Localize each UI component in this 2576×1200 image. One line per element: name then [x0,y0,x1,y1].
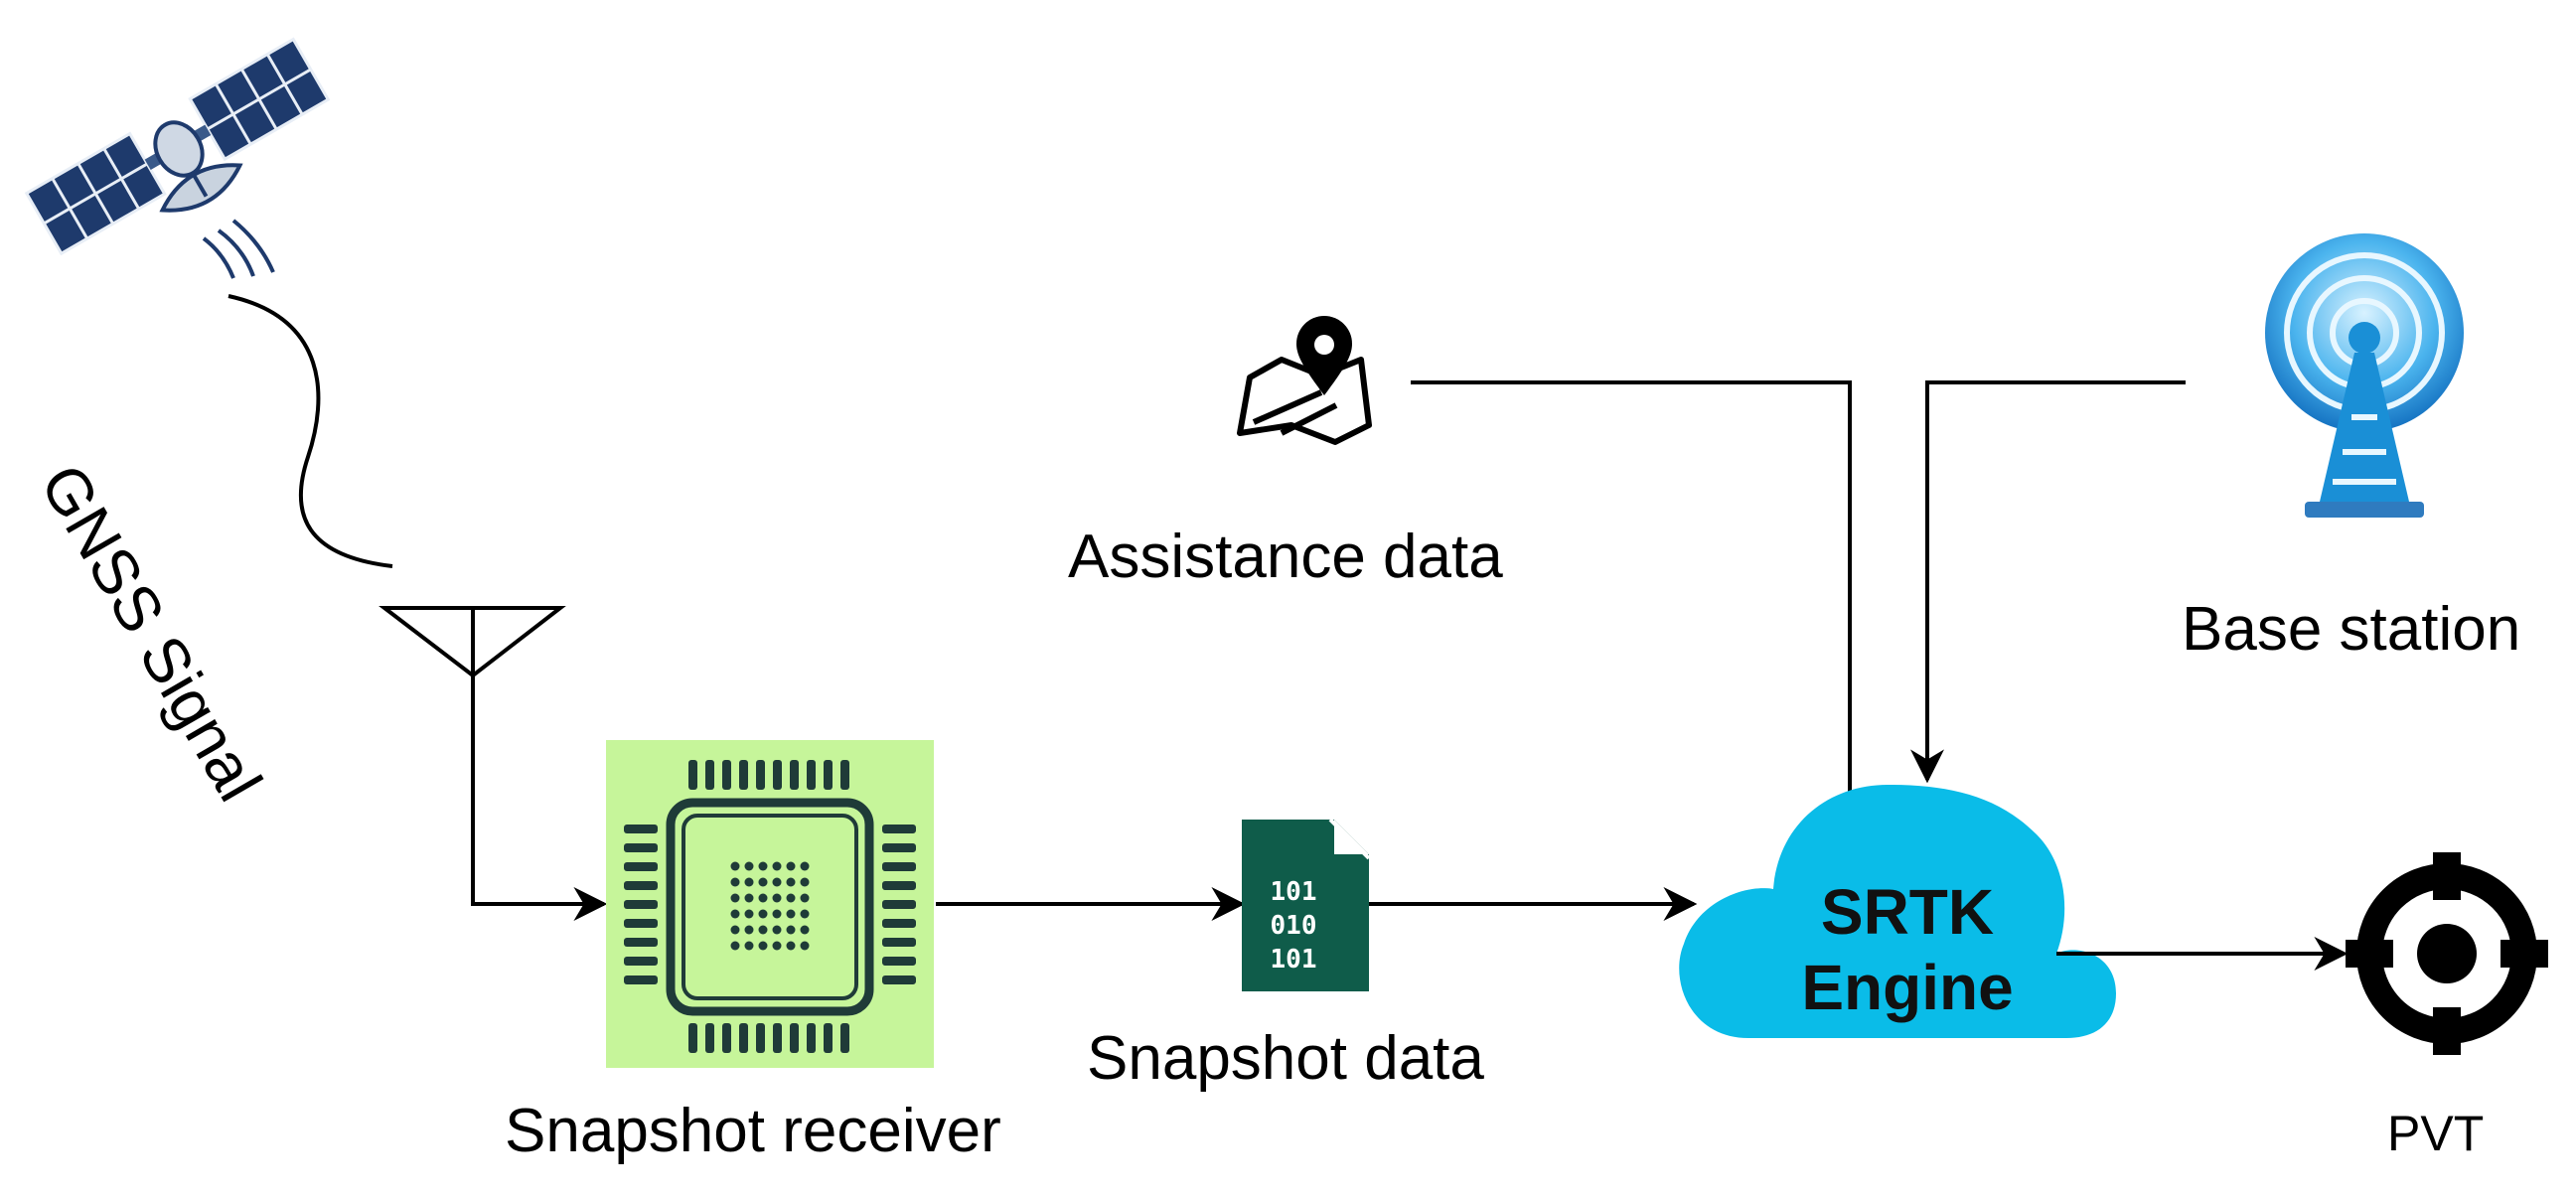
chip-icon [606,740,934,1068]
base-station-label: Base station [2182,595,2521,664]
cloud-icon [1679,785,2116,1038]
engine-line-2: Engine [1801,952,2014,1023]
pvt-label: PVT [2387,1106,2485,1161]
assistance-data-label: Assistance data [1068,523,1503,591]
crosshair-target-icon [2346,852,2548,1055]
base-station-tower-icon [2265,233,2464,518]
srtk-engine-label: SRTK Engine [1689,874,2126,1025]
map-pin-icon [1237,316,1372,445]
base-to-engine-arrow [1910,380,2186,784]
antenna-icon [379,606,566,678]
signal-wave [227,294,393,568]
snapshot-data-label: Snapshot data [1087,1024,1484,1093]
engine-line-1: SRTK [1820,876,1995,948]
file-row-2: 010 [1271,911,1317,941]
antenna-to-receiver-arrow [471,675,608,921]
satellite-icon [24,37,331,279]
file-row-1: 101 [1271,877,1317,907]
assistance-to-engine-arrow [1411,380,1867,833]
binary-file-icon: 101 010 101 [1242,818,1371,991]
snapshot-receiver-label: Snapshot receiver [505,1097,1001,1165]
file-row-3: 101 [1271,945,1317,975]
